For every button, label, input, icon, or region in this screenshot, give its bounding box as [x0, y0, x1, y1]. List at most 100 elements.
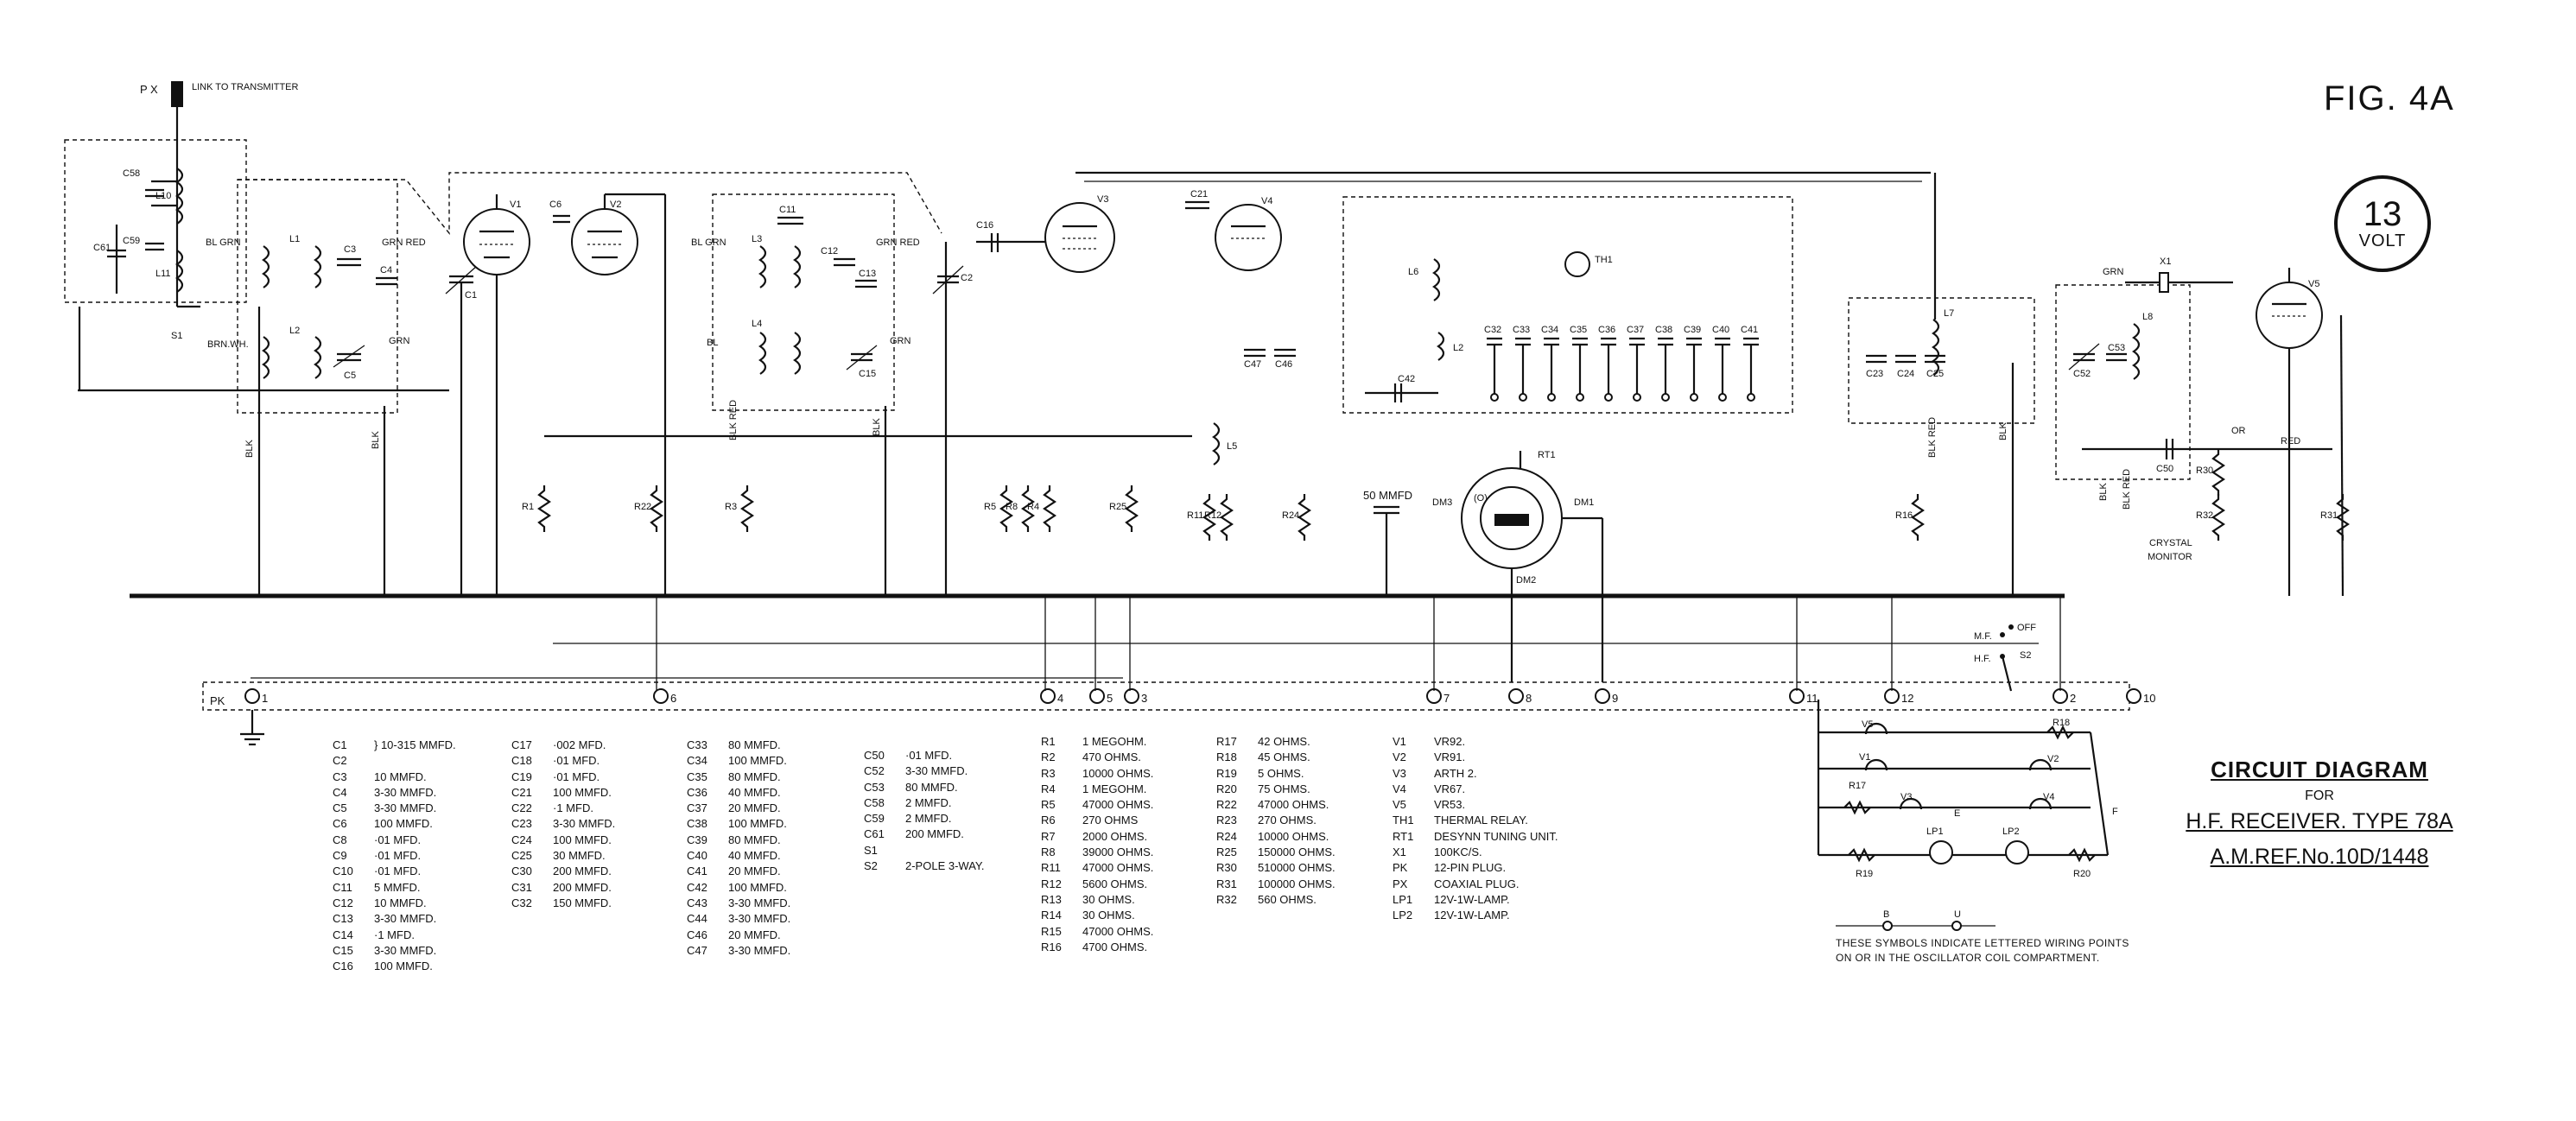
legend-value: 20 MMFD. — [728, 928, 781, 941]
legend-ref: PK — [1393, 861, 1408, 875]
legend-value: 20 MMFD. — [728, 864, 781, 878]
svg-text:R22: R22 — [634, 502, 651, 512]
pk-pin-number: 4 — [1057, 692, 1063, 705]
pk-pin: 1 — [244, 688, 268, 705]
legend-value: ·01 MFD. — [374, 833, 422, 846]
legend-ref: R11 — [1041, 861, 1061, 875]
pk-pin-number: 5 — [1107, 692, 1113, 705]
cap-c52: C52 — [2068, 343, 2100, 379]
legend-ref: TH1 — [1393, 814, 1414, 827]
resistor-r22: R22 — [634, 485, 663, 532]
svg-text:C33: C33 — [1513, 325, 1530, 335]
svg-text:R12: R12 — [1204, 510, 1221, 521]
svg-text:C1: C1 — [465, 290, 477, 301]
volt-badge: 13 VOLT — [2334, 175, 2431, 272]
legend-ref: C24 — [511, 833, 532, 846]
cap-c35: C35 — [1570, 325, 1588, 402]
legend-entry: S1 — [864, 843, 985, 858]
legend-ref: R22 — [1216, 798, 1237, 812]
svg-text:C23: C23 — [1866, 369, 1883, 379]
svg-text:M.F.: M.F. — [1974, 631, 1992, 642]
legend-ref: C42 — [687, 880, 707, 894]
legend-value: 3-30 MMFD. — [374, 785, 437, 799]
svg-text:C16: C16 — [976, 220, 993, 231]
title-for: FOR — [2305, 788, 2334, 803]
pk-pin: 12 — [1884, 688, 1913, 705]
pk-pin: 9 — [1595, 688, 1618, 705]
svg-text:C36: C36 — [1598, 325, 1615, 335]
legend-value: 30 OHMS. — [1082, 892, 1135, 906]
pk-pin-number: 12 — [1901, 692, 1913, 705]
legend-ref: C43 — [687, 896, 707, 909]
svg-text:L2: L2 — [289, 326, 300, 336]
svg-text:C38: C38 — [1655, 325, 1672, 335]
label-blgrn-1: BL GRN — [206, 238, 241, 248]
legend-value: 100KC/S. — [1434, 846, 1482, 859]
svg-text:RT1: RT1 — [1538, 450, 1556, 460]
desynn-tuning-unit-rt1: RT1 (O) DM1 DM2 DM3 — [1432, 450, 1604, 682]
legend-value: 200 MMFD. — [553, 864, 612, 878]
cap-c6: C6 — [549, 200, 570, 224]
svg-text:F: F — [2112, 807, 2118, 817]
legend-entry: R22 47000 OHMS. — [1216, 797, 1336, 813]
svg-text:R19: R19 — [1856, 869, 1873, 879]
legend-ref: V5 — [1393, 798, 1406, 812]
legend-value: 270 OHMS. — [1258, 814, 1317, 827]
legend-value: 3-30 MMFD. — [728, 943, 791, 957]
svg-text:R25: R25 — [1109, 502, 1126, 512]
legend-ref: C50 — [864, 749, 885, 762]
if-coil-box-l7 — [1848, 297, 2035, 424]
legend-value: 80 MMFD. — [728, 770, 781, 783]
legend-ref: C52 — [864, 764, 885, 778]
legend-ref: C14 — [333, 928, 353, 941]
svg-text:C32: C32 — [1484, 325, 1501, 335]
label-grn-3: GRN — [2103, 267, 2124, 277]
pk-pin-number: 8 — [1526, 692, 1532, 705]
legend-ref: C19 — [511, 770, 532, 783]
svg-text:C34: C34 — [1541, 325, 1558, 335]
resistor-r32: R32 — [2196, 494, 2225, 541]
legend-value: ARTH 2. — [1434, 766, 1477, 780]
resistor-r3: R3 — [725, 485, 754, 532]
cap-50mmfd — [1374, 505, 1399, 596]
cap-c23: C23 — [1866, 354, 1887, 379]
cap-c15: C15 — [846, 345, 878, 379]
legend-value: DESYNN TUNING UNIT. — [1434, 829, 1558, 843]
pk-pin-number: 3 — [1141, 692, 1147, 705]
legend-value: 2 MMFD. — [905, 812, 952, 826]
legend-ref: C41 — [687, 864, 707, 878]
legend-value: VR92. — [1434, 735, 1466, 748]
legend-ref: C46 — [687, 928, 707, 941]
legend-value: COAXIAL PLUG. — [1434, 877, 1520, 890]
resistor-r16: R16 — [1895, 494, 1925, 541]
legend-value: ·1 MFD. — [374, 928, 415, 941]
valve-v1: V1 — [463, 194, 530, 596]
legend-value: 47000 OHMS. — [1258, 798, 1329, 812]
label-blkred-1: BLK RED — [728, 400, 739, 440]
legend-ref: V4 — [1393, 782, 1406, 795]
legend-ref: R1 — [1041, 735, 1056, 748]
valve-v4: V4 — [1215, 196, 1282, 271]
legend-ref: C17 — [511, 738, 532, 751]
legend-value: 45 OHMS. — [1258, 750, 1310, 764]
volt-number: 13 — [2363, 195, 2402, 233]
coil-l3: L3 — [752, 234, 802, 288]
legend-ref: C4 — [333, 785, 347, 799]
